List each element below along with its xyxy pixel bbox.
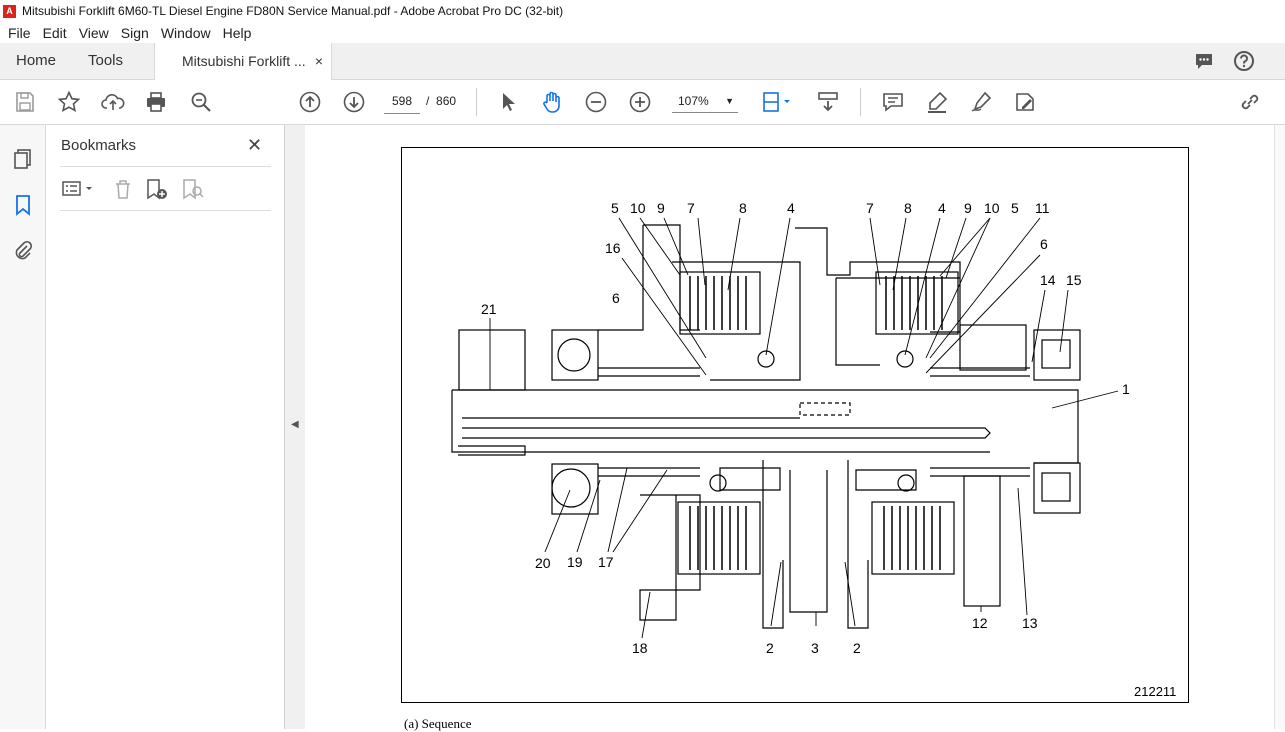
part-label: 2 — [766, 640, 774, 656]
tab-document[interactable]: Mitsubishi Forklift ... × — [154, 43, 332, 80]
page-separator: / — [426, 94, 430, 108]
comment-bubble-icon[interactable] — [1193, 50, 1215, 72]
part-label: 5 — [611, 200, 619, 216]
upload-cloud-icon[interactable] — [101, 90, 125, 114]
page-down-icon[interactable] — [342, 90, 366, 114]
menu-view[interactable]: View — [78, 24, 109, 41]
attachments-icon[interactable] — [11, 239, 35, 263]
tab-tools[interactable]: Tools — [88, 52, 124, 69]
menu-window[interactable]: Window — [160, 24, 211, 41]
part-label: 14 — [1040, 272, 1056, 288]
part-label: 15 — [1066, 272, 1082, 288]
fill-sign-icon[interactable] — [1013, 90, 1037, 114]
tab-home[interactable]: Home — [16, 52, 57, 69]
menu-file[interactable]: File — [8, 24, 31, 41]
part-label: 19 — [567, 554, 583, 570]
part-label: 21 — [481, 301, 497, 317]
part-label: 8 — [739, 200, 747, 216]
figure-frame — [401, 147, 1189, 703]
part-label: 2 — [853, 640, 861, 656]
part-label: 20 — [535, 555, 551, 571]
chevron-down-icon: ▼ — [725, 96, 734, 106]
page-number-input[interactable]: 598 — [384, 89, 420, 114]
toolbar-divider — [476, 88, 477, 116]
panel-divider — [60, 166, 271, 167]
figure-caption: (a) Sequence — [404, 716, 472, 731]
clutch-cross-section-drawing: 1 2 2 3 4 4 5 5 6 6 7 7 8 8 9 9 10 10 11… — [451, 200, 1130, 656]
part-label: 1 — [1122, 381, 1130, 397]
left-rail — [0, 125, 46, 729]
part-label: 17 — [598, 554, 614, 570]
menu-sign[interactable]: Sign — [120, 24, 149, 41]
hand-tool-icon[interactable] — [540, 90, 564, 114]
highlight-pen-icon[interactable] — [925, 90, 949, 114]
add-bookmark-icon[interactable] — [145, 177, 169, 201]
document-viewer[interactable] — [306, 125, 1274, 729]
acrobat-icon: A — [3, 4, 16, 18]
bookmark-options-icon[interactable] — [61, 177, 95, 201]
page-thumbnails-icon[interactable] — [11, 147, 35, 171]
menu-help[interactable]: Help — [222, 24, 252, 41]
part-label: 5 — [1011, 200, 1019, 216]
part-label: 13 — [1022, 615, 1038, 631]
part-label: 9 — [964, 200, 972, 216]
part-label: 10 — [984, 200, 1000, 216]
part-label: 16 — [605, 240, 621, 256]
draw-pen-icon[interactable] — [969, 90, 993, 114]
close-tab-icon[interactable]: × — [314, 53, 323, 69]
zoom-out-icon[interactable] — [584, 90, 608, 114]
search-zoom-icon[interactable] — [189, 90, 213, 114]
page-fit-icon[interactable] — [760, 90, 794, 114]
part-label: 8 — [904, 200, 912, 216]
vertical-scrollbar[interactable] — [1274, 125, 1285, 729]
toolbar-divider — [860, 88, 861, 116]
zoom-value: 107% — [678, 94, 709, 108]
part-label: 6 — [612, 290, 620, 306]
bookmarks-title: Bookmarks — [61, 137, 137, 154]
tab-document-label: Mitsubishi Forklift ... — [182, 53, 306, 69]
add-comment-icon[interactable] — [881, 90, 905, 114]
window-title: Mitsubishi Forklift 6M60-TL Diesel Engin… — [22, 4, 564, 18]
bookmarks-icon[interactable] — [11, 193, 35, 217]
bookmark-star-icon[interactable] — [57, 90, 81, 114]
part-label: 9 — [657, 200, 665, 216]
print-icon[interactable] — [144, 90, 168, 114]
part-label: 10 — [630, 200, 646, 216]
part-label: 3 — [811, 640, 819, 656]
page-up-icon[interactable] — [298, 90, 322, 114]
menu-bar: File Edit View Sign Window Help — [0, 22, 1285, 43]
save-icon[interactable] — [13, 90, 37, 114]
scroll-mode-icon[interactable] — [816, 90, 840, 114]
page-total-value: 860 — [436, 94, 457, 108]
part-label: 11 — [1035, 200, 1050, 216]
part-label: 12 — [972, 615, 988, 631]
page-total: / 860 — [426, 89, 456, 113]
part-label: 4 — [938, 200, 946, 216]
menu-edit[interactable]: Edit — [42, 24, 67, 41]
share-link-icon[interactable] — [1238, 90, 1262, 114]
panel-collapse-handle[interactable]: ◀ — [285, 125, 305, 729]
zoom-in-icon[interactable] — [628, 90, 652, 114]
title-bar: A Mitsubishi Forklift 6M60-TL Diesel Eng… — [0, 0, 1285, 23]
delete-bookmark-icon[interactable] — [112, 177, 134, 201]
collapse-arrow-icon: ◀ — [291, 419, 299, 430]
close-panel-icon[interactable]: ✕ — [247, 135, 263, 155]
zoom-select[interactable]: 107% ▼ — [672, 89, 738, 113]
help-icon[interactable] — [1233, 50, 1255, 72]
toolbar — [0, 80, 1285, 125]
part-label: 7 — [866, 200, 874, 216]
part-label: 6 — [1040, 236, 1048, 252]
select-cursor-icon[interactable] — [496, 90, 520, 114]
bookmarks-panel: Bookmarks ✕ — [46, 125, 285, 729]
tab-bar: Home Tools Mitsubishi Forklift ... × — [0, 43, 1285, 80]
figure-id: 212211 — [1134, 684, 1177, 699]
part-label: 4 — [787, 200, 795, 216]
part-label: 18 — [632, 640, 648, 656]
panel-divider — [60, 210, 271, 211]
find-bookmark-icon[interactable] — [181, 177, 205, 201]
part-label: 7 — [687, 200, 695, 216]
